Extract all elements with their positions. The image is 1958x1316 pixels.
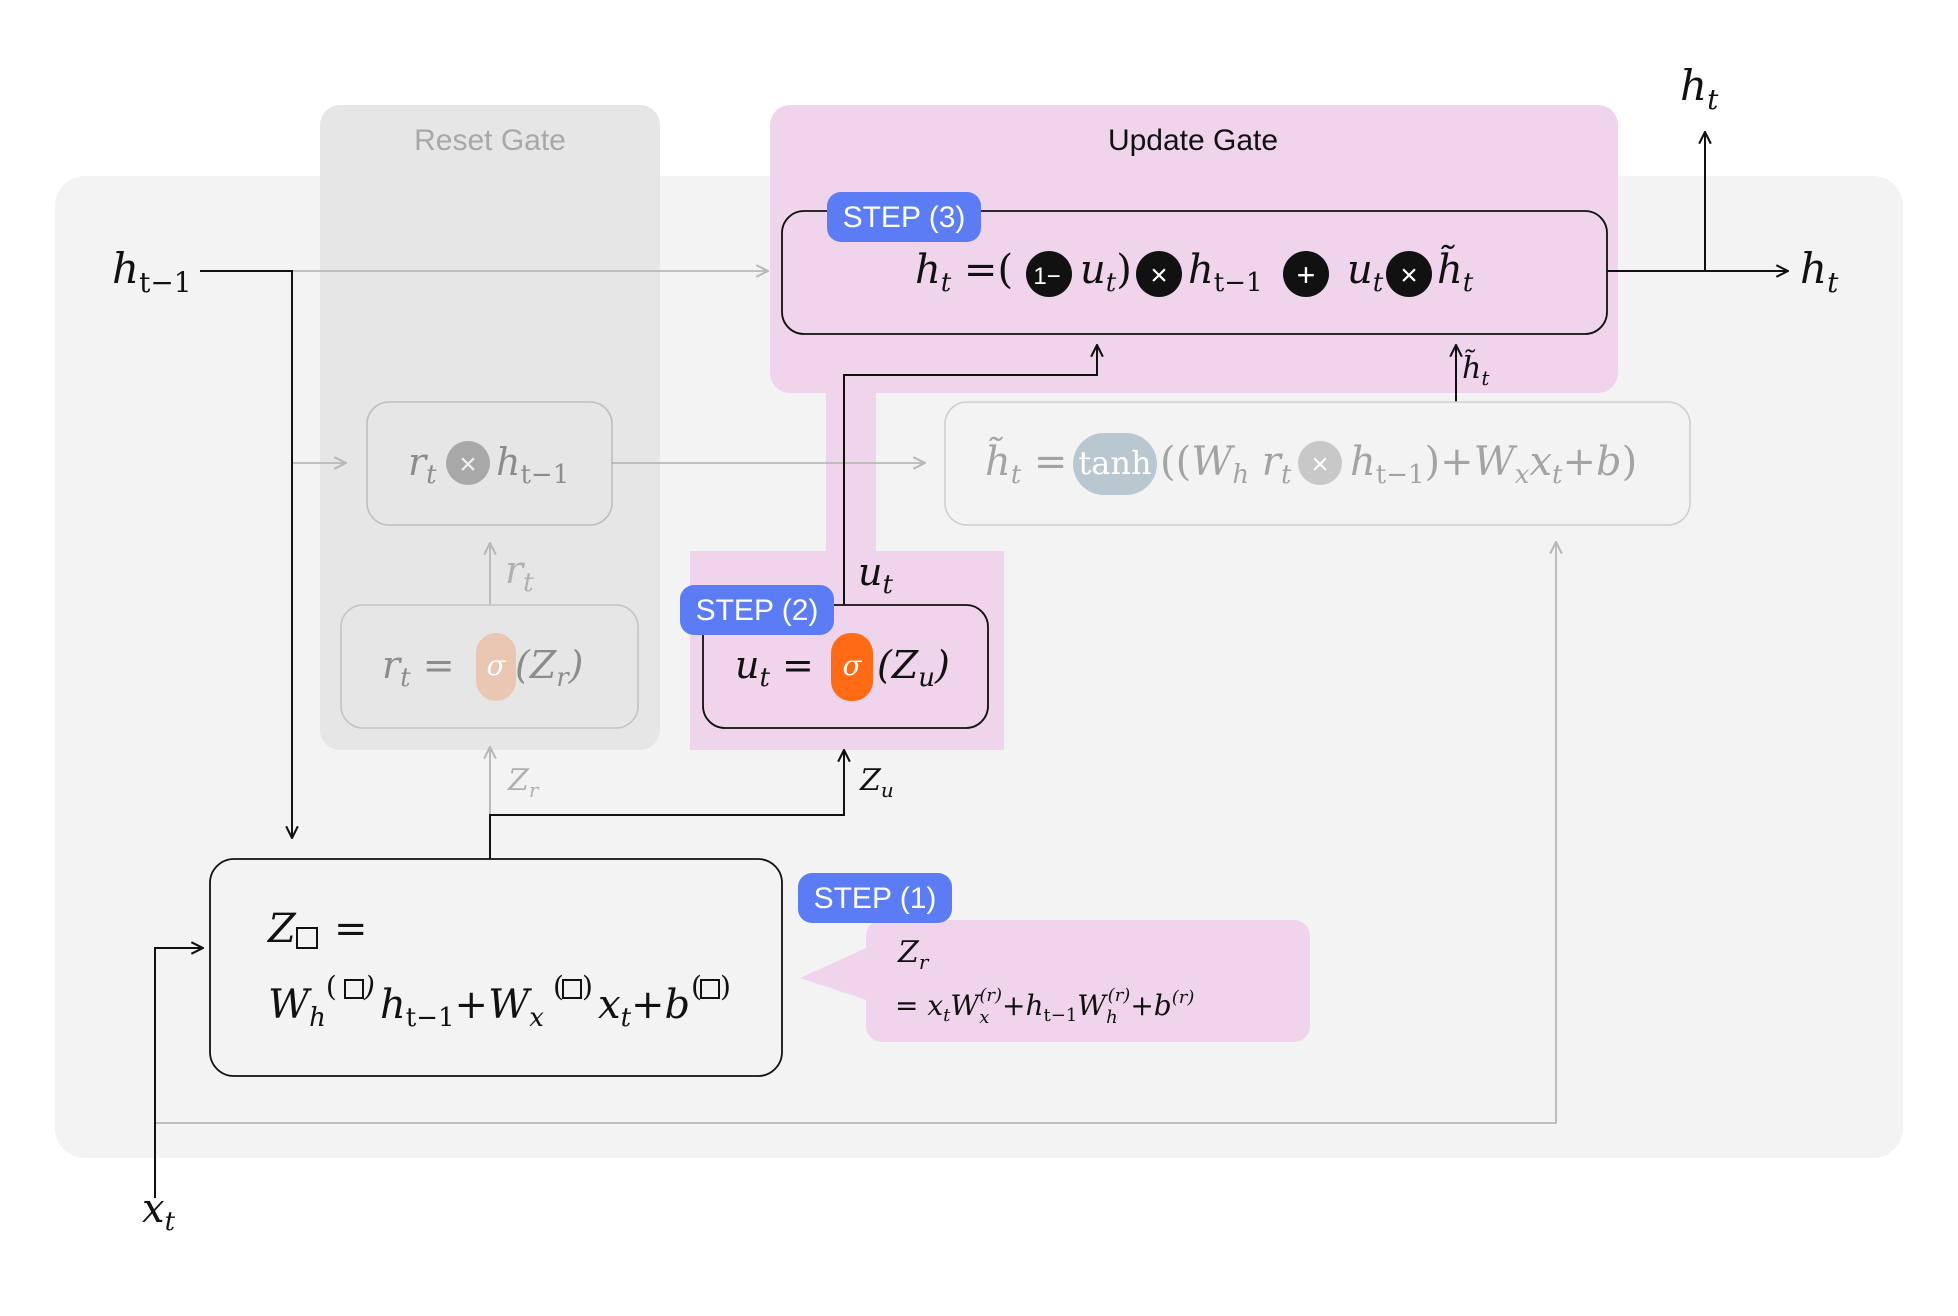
update-gate-region: [770, 105, 1618, 393]
u-to-step3-line: [843, 345, 1097, 605]
svg-text:(Zr): (Zr): [515, 643, 584, 693]
sigma-active-glyph: σ: [842, 649, 862, 682]
h-prev-sub: t−1: [520, 460, 569, 490]
svg-text:STEP (2): STEP (2): [696, 594, 819, 627]
z-r-sub: r: [556, 663, 570, 693]
update-sigma-box: ut = σ (Zu): [702, 604, 989, 729]
h-prev-down-line: [200, 270, 292, 838]
reset-gate-title: Reset Gate: [414, 124, 566, 157]
sigma-faded-pill: [476, 633, 516, 701]
r-t-sub: t: [400, 663, 411, 693]
u-t-symbol: u: [735, 643, 759, 687]
update-gate-connector: [826, 385, 876, 555]
svg-text:=: =: [334, 906, 368, 952]
svg-text:Z: Z: [266, 906, 297, 952]
svg-text:Zr: Zr: [897, 935, 930, 974]
h-prev-symbol: h: [496, 440, 520, 484]
svg-text:ht =(: ht =(: [915, 247, 1013, 298]
x-in-line: [154, 948, 203, 1198]
h-tilde-label: h̃t: [1462, 349, 1490, 390]
r-t-symbol: r: [408, 440, 429, 484]
z-r-label: Zr: [507, 763, 540, 802]
svg-text:((Wh rt: ((Wh rt: [1160, 439, 1292, 490]
update-gate-title: Update Gate: [1108, 124, 1278, 157]
svg-text:(: (: [553, 970, 564, 1003]
r-t-symbol: r: [382, 643, 403, 687]
times-op-icon: [1136, 251, 1182, 297]
svg-text:ht−1: ht−1: [496, 440, 569, 490]
svg-text:(Zu): (Zu): [877, 643, 950, 693]
times-op-glyph: ×: [1400, 259, 1418, 292]
u-t-sub: t: [759, 663, 770, 693]
r-t-sub: t: [426, 460, 437, 490]
tanh-faded-glyph: tanh: [1078, 444, 1151, 482]
plus-op-icon: [1283, 251, 1329, 297]
svg-text:ut =: ut =: [735, 643, 814, 693]
z-u-sub: u: [918, 663, 935, 693]
z-u-symbol: Z: [891, 643, 919, 687]
h-output-top-label: ht: [1680, 61, 1719, 116]
svg-text:ht−1: ht−1: [1188, 247, 1263, 298]
x-input-label: xt: [142, 1186, 176, 1237]
svg-text:rt: rt: [408, 440, 437, 490]
step3-equation-box: ht =( 1− ut) × ht−1 + ut × h̃t: [781, 210, 1608, 335]
x-to-candidate-line: [155, 542, 1556, 1124]
z-to-update-sigma-line: [489, 750, 844, 859]
tanh-faded-pill: [1073, 433, 1157, 495]
svg-text:): ): [582, 970, 593, 1003]
reset-sigma-box: rt = (Zr) σ: [340, 604, 639, 729]
svg-text:STEP (3): STEP (3): [843, 201, 966, 234]
sigma-active-pill: [831, 633, 873, 701]
times-op-glyph: ×: [1311, 448, 1329, 481]
z-r-symbol: Z: [529, 643, 557, 687]
sigma-faded-glyph: σ: [486, 649, 506, 682]
u-t-label: ut: [858, 550, 893, 600]
svg-text:xt+b: xt+b: [598, 982, 690, 1033]
one-minus-op-icon: [1026, 251, 1072, 297]
svg-text:h̃t =: h̃t =: [985, 436, 1067, 490]
step1-callout: Zr = xtWx(r)+ht−1Wh(r)+b(r): [800, 920, 1310, 1042]
h-prev-input-label: ht−1: [112, 244, 192, 299]
svg-text:h̃t: h̃t: [1437, 244, 1474, 298]
svg-text:STEP (1): STEP (1): [814, 882, 937, 915]
step1-badge: STEP (1): [798, 873, 952, 923]
times-op-icon: [1386, 251, 1432, 297]
times-op-glyph: ×: [459, 448, 477, 481]
svg-text:rt =: rt =: [382, 643, 455, 693]
times-op-glyph: ×: [1150, 259, 1168, 292]
z-u-label: Zu: [859, 763, 894, 802]
one-minus-glyph: 1−: [1033, 263, 1060, 290]
times-op-icon: [446, 441, 490, 485]
svg-text:ut): ut): [1080, 247, 1132, 298]
svg-text:ht−1+Wx: ht−1+Wx: [380, 982, 544, 1033]
times-op-icon: [1298, 441, 1342, 485]
svg-text:): ): [363, 970, 375, 1003]
plus-op-glyph: +: [1297, 257, 1316, 293]
svg-text:ut: ut: [1347, 247, 1384, 298]
step2-badge: STEP (2): [680, 585, 834, 635]
svg-text:(: (: [691, 970, 702, 1003]
step3-badge: STEP (3): [827, 192, 981, 242]
r-t-label: rt: [505, 548, 534, 598]
reset-multiply-box: rt × ht−1: [366, 401, 613, 526]
reset-gate-region: [320, 105, 660, 750]
h-output-right-label: ht: [1800, 244, 1839, 299]
svg-text:): ): [720, 970, 731, 1003]
